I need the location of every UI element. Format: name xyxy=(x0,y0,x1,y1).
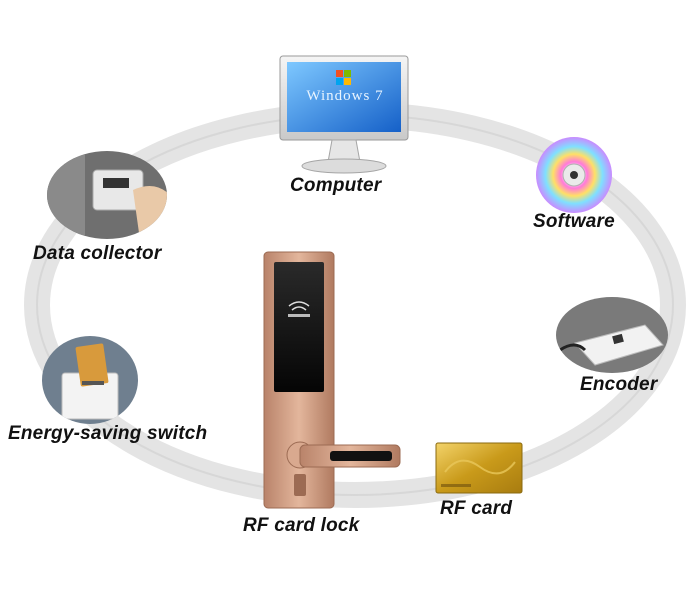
energy-switch-icon xyxy=(42,336,138,424)
software-label: Software xyxy=(533,211,615,232)
rf-card-lock-label: RF card lock xyxy=(243,515,360,536)
encoder-label: Encoder xyxy=(580,374,658,395)
computer-label: Computer xyxy=(290,175,382,196)
monitor-screen-text: Windows 7 xyxy=(306,88,384,104)
rf-card-label: RF card xyxy=(440,498,513,519)
rf-card-lock-icon xyxy=(263,251,401,509)
data-collector-photo-icon xyxy=(47,151,167,239)
computer-monitor-icon xyxy=(279,55,409,174)
energy-switch-label: Energy-saving switch xyxy=(8,423,208,444)
software-cd-icon xyxy=(536,137,612,213)
encoder-device-icon xyxy=(556,297,668,373)
data-collector-label: Data collector xyxy=(33,243,162,264)
rf-card-icon xyxy=(435,442,523,494)
